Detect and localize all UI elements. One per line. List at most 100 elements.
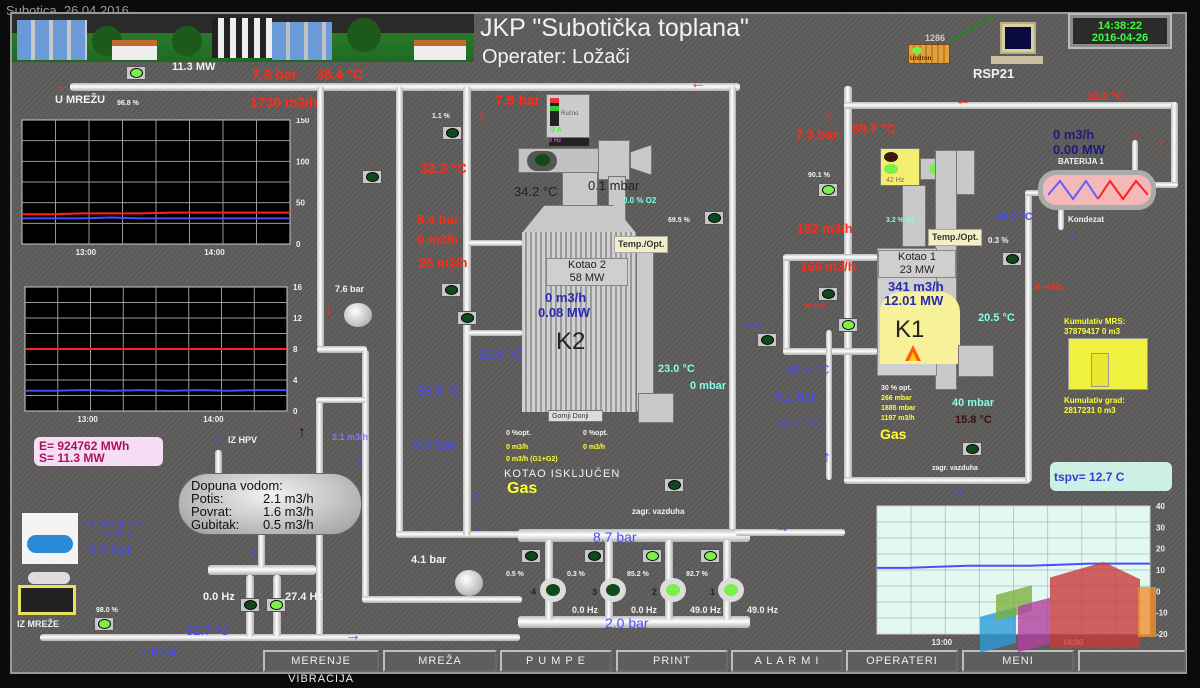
k2-gas-2: 0 m3/h	[583, 444, 606, 451]
makeup-pump-a[interactable]	[240, 598, 260, 612]
k1-opt: 30 % opt.	[881, 385, 912, 392]
k1-valve3-pct: 2 % o.	[741, 323, 762, 330]
makeup-pump-b[interactable]	[266, 598, 286, 612]
makeup-valve[interactable]	[94, 617, 114, 631]
k2-o2: 0.0 % O2	[623, 196, 657, 205]
k2-fan-motor[interactable]	[527, 151, 557, 171]
series-line-blue	[22, 216, 290, 220]
k2-valve[interactable]	[442, 126, 462, 140]
k1-valve[interactable]	[818, 183, 838, 197]
plc-icon[interactable]: Unitron	[908, 44, 950, 64]
expansion-vessel-2	[455, 570, 483, 596]
pump-3[interactable]	[600, 578, 626, 602]
k2-pressure-2: 8.4 bar	[417, 212, 459, 227]
pump-2[interactable]	[660, 578, 686, 602]
nav-extra-button[interactable]	[1078, 650, 1186, 672]
k2-gas-total: 0 m3/h (G1+G2)	[506, 456, 558, 463]
k1-flue-temp: 20.5 °C	[978, 312, 1015, 324]
supply-flow: 1730 m3/h	[250, 94, 318, 110]
pump-3-number: 3	[592, 587, 598, 597]
arrow-up-icon: ↑	[478, 109, 486, 126]
k1-gas-flow: 1197 m3/h	[881, 415, 915, 422]
pump-1-hz: 49.0 Hz	[747, 605, 779, 615]
outdoor-temp: tspv= 12.7 C	[1054, 470, 1125, 484]
y-tick-label: 50	[296, 199, 305, 208]
x-tick-label: 14:00	[204, 248, 225, 257]
y-tick-label: 150	[296, 118, 310, 125]
series-line-red	[22, 211, 290, 216]
nav-menu-button[interactable]: MENI	[962, 650, 1074, 672]
k1-gas-pressure-1: 266 mbar	[881, 395, 912, 402]
k1-name: Kotao 1	[898, 251, 936, 263]
k1-rating: 23 MW	[899, 264, 935, 276]
nav-alarms-button[interactable]: A L A R M I	[731, 650, 843, 672]
pump-1-pct: 92.7 %	[686, 571, 708, 578]
k1-air-heater-valve[interactable]	[962, 442, 982, 456]
k2-valve-pct: 1.1 %	[432, 113, 450, 120]
arrow-up-icon: ↑	[355, 454, 363, 471]
nav-network-button[interactable]: MREŽA	[383, 650, 497, 672]
cumulative-city-label: Kumulativ grad:	[1064, 396, 1125, 405]
k2-valve-2[interactable]	[441, 283, 461, 297]
nav-operators-button[interactable]: OPERATERI	[846, 650, 958, 672]
battery-flow: 0 m3/h	[1053, 127, 1095, 142]
k1-fan-control[interactable]: 42 Hz	[880, 148, 920, 186]
k2-fan-freq: 0 Hz	[549, 138, 589, 146]
k2-air-heater-valve[interactable]	[664, 478, 684, 492]
y-tick-label: 20	[1156, 545, 1165, 554]
k1-circulation-pump[interactable]	[838, 318, 858, 332]
k2-burner: Gornji Donji	[548, 410, 603, 422]
k2-pressure: 7.8 bar	[495, 92, 541, 108]
bypass-valve[interactable]	[362, 170, 382, 184]
k2-side-duct	[636, 252, 654, 412]
tank-row-label: Potis:	[191, 491, 224, 506]
k2-status: KOTAO ISKLJUČEN	[504, 468, 621, 480]
pump-1[interactable]	[718, 578, 744, 602]
plc-label: Unitron	[910, 56, 932, 62]
keyboard-icon	[991, 56, 1043, 64]
k1-temp-opt-button[interactable]: Temp./Opt.	[928, 229, 983, 246]
return-temp: 32.7 °C	[186, 623, 230, 638]
k2-temp-opt-button[interactable]: Temp./Opt.	[614, 236, 669, 253]
clock-box: 14:38:22 2016-04-26	[1068, 13, 1172, 49]
gas-station-building	[1068, 338, 1148, 390]
workstation-icon[interactable]	[1000, 22, 1036, 54]
arrow-right-icon: →	[16, 627, 32, 644]
makeup-pump-a-hz: 0.0 Hz	[203, 591, 235, 603]
pump-4[interactable]	[540, 578, 566, 602]
k2-control-panel[interactable]: Ručno 0 A	[546, 94, 590, 138]
nav-pumps-button[interactable]: P U M P E	[500, 650, 612, 672]
x-tick-label: 13:00	[77, 415, 98, 424]
k1-bypass-valve[interactable]	[757, 333, 777, 347]
k2-flue-temp: 34.2 °C	[514, 184, 558, 199]
k2-valve2-pct: 69.5 %	[668, 217, 690, 224]
pump-3-valve[interactable]	[584, 549, 604, 563]
arrow-up-icon: ↑	[298, 424, 306, 441]
k2-return-valve[interactable]	[704, 211, 724, 225]
pump-4-valve[interactable]	[521, 549, 541, 563]
battery-valve[interactable]	[1002, 252, 1022, 266]
battery-heat-exchanger[interactable]	[1038, 170, 1156, 210]
supply-temp: 38.4 °C	[316, 66, 363, 82]
nav-print-button[interactable]: PRINT	[616, 650, 728, 672]
k1-valve-2[interactable]	[818, 287, 838, 301]
k1-fan-freq: 42 Hz	[886, 177, 905, 184]
expansion-pressure: 4.1 bar	[411, 554, 447, 566]
k1-temp-3: 32.7 °C	[776, 416, 820, 431]
supply-valve[interactable]	[126, 66, 146, 80]
nav-vibration-button[interactable]: MERENJE VIBRACIJA	[263, 650, 379, 685]
pump-2-pct: 85.2 %	[627, 571, 649, 578]
arrow-right-icon: →	[774, 519, 790, 536]
power-total: S= 11.3 MW	[39, 451, 105, 465]
k1-fuel: Gas	[880, 426, 907, 442]
city-banner	[12, 14, 474, 62]
energy-total: E= 924762 MWh	[39, 439, 130, 453]
y-tick-label: 40	[1156, 503, 1165, 511]
pump-2-valve[interactable]	[642, 549, 662, 563]
k2-circulation-pump[interactable]	[457, 311, 477, 325]
tank-row-value: 2.1 m3/h	[263, 491, 314, 506]
pump-1-valve[interactable]	[700, 549, 720, 563]
k1-flame-zone	[880, 292, 960, 364]
